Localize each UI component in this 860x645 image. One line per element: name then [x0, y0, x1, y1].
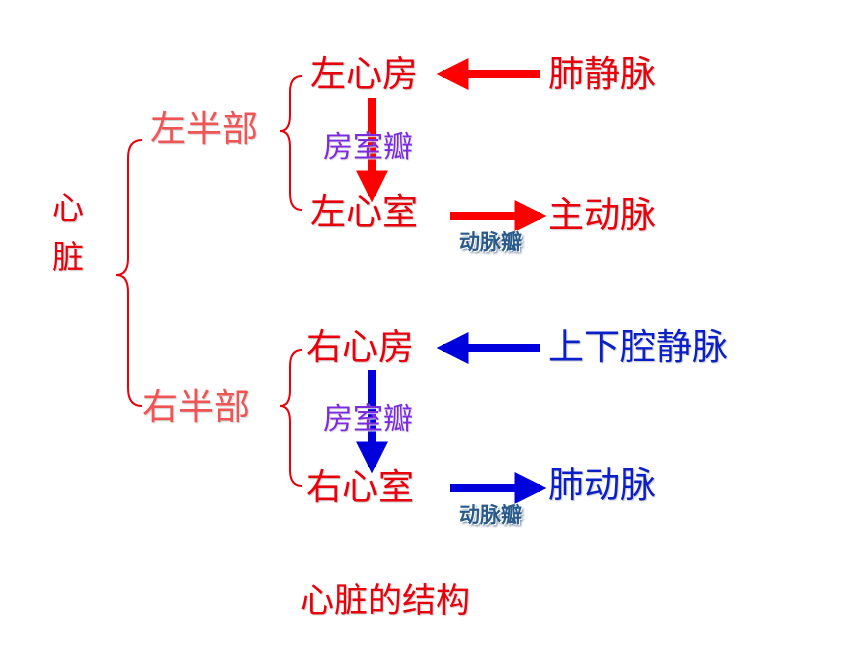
left-atrioventricular-valve-label: 房室瓣 [323, 130, 413, 165]
right-half-brace [279, 349, 303, 487]
right-half-label: 右半部 [142, 387, 251, 428]
right-atrioventricular-valve-label: 房室瓣 [323, 402, 413, 437]
right-atrium-label: 右心房 [306, 327, 415, 368]
heart-label-char-1: 心 [52, 189, 85, 227]
pulmonary-artery-label: 肺动脉 [548, 465, 657, 506]
heart-brace [115, 139, 143, 407]
diagram-title: 心脏的结构 [300, 581, 470, 621]
aorta-label: 主动脉 [548, 195, 657, 236]
aortic-valve-label: 动脉瓣 [459, 230, 522, 254]
left-half-brace [279, 75, 303, 211]
pulmonary-valve-label: 动脉瓣 [459, 503, 522, 527]
left-half-label: 左半部 [150, 109, 259, 150]
vena-cava-label: 上下腔静脉 [548, 327, 729, 368]
left-ventricle-label: 左心室 [310, 192, 419, 233]
pulmonary-vein-label: 肺静脉 [548, 54, 657, 95]
right-ventricle-label: 右心室 [306, 467, 415, 508]
left-atrium-label: 左心房 [310, 54, 419, 95]
heart-label-char-2: 脏 [52, 238, 85, 276]
